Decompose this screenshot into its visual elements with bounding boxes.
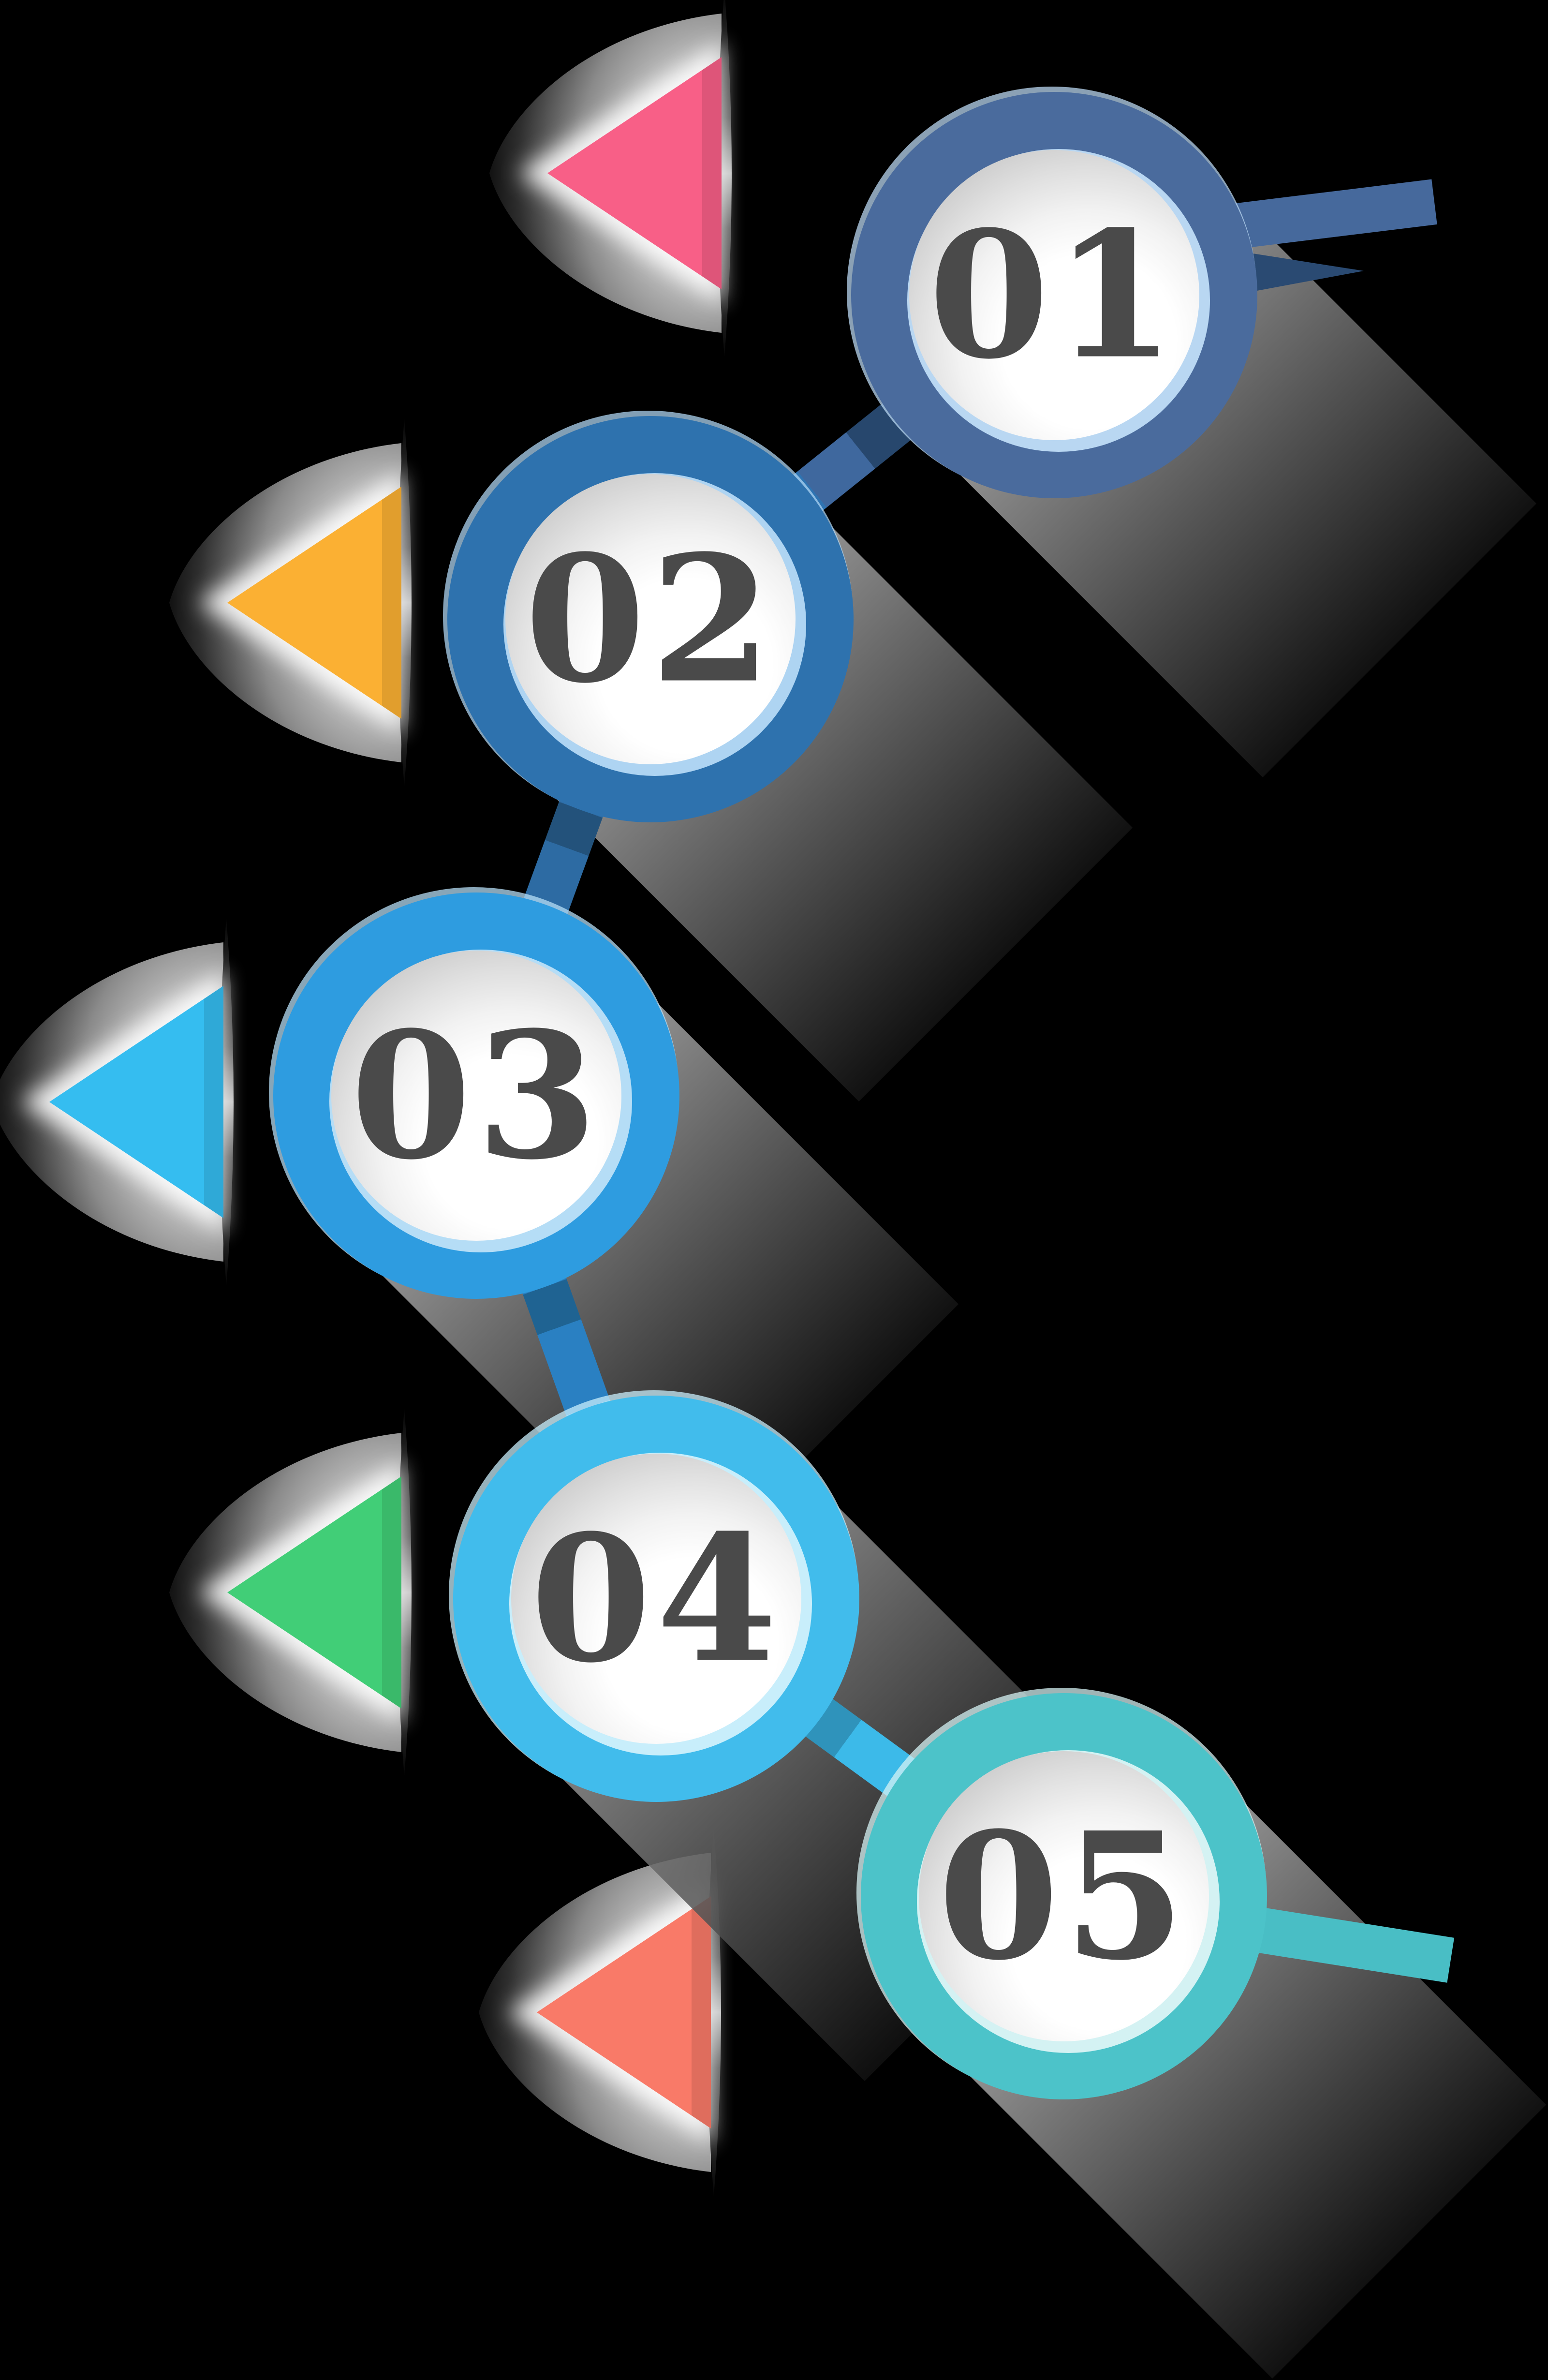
flag-pink-edge-shade — [702, 57, 722, 289]
step-01-inner — [909, 150, 1199, 440]
step-02-inner — [505, 474, 796, 764]
step-05-inner — [919, 1751, 1209, 2041]
step-number-04: 04 — [531, 1497, 782, 1701]
flag-green-edge-shade — [382, 1476, 401, 1709]
flag-green — [169, 1409, 412, 1776]
coral-left-arrow-icon — [537, 1896, 711, 2128]
step-number-02: 02 — [525, 517, 777, 722]
flag-pink — [489, 0, 732, 357]
step-number-03: 03 — [351, 994, 603, 1198]
step-circle-05: 05 — [856, 1688, 1267, 2099]
green-left-arrow-icon — [227, 1476, 401, 1709]
flag-orange-edge-shade — [382, 487, 401, 719]
step-circle-04: 04 — [449, 1390, 859, 1802]
flag-coral — [479, 1829, 721, 2196]
flag-light-blue — [0, 918, 234, 1286]
step-number-05: 05 — [938, 1794, 1190, 1999]
stub-05 — [1241, 1905, 1455, 1983]
step-circle-02: 02 — [443, 411, 854, 822]
flag-light-blue-edge-shade — [204, 986, 223, 1218]
flag-orange — [169, 419, 412, 787]
step-circle-01: 01 — [847, 87, 1257, 498]
pink-left-arrow-icon — [547, 57, 722, 289]
light-blue-left-arrow-icon — [49, 986, 223, 1218]
step-04-inner — [511, 1454, 801, 1744]
step-circle-03: 03 — [269, 887, 679, 1299]
step-03-inner — [331, 951, 621, 1241]
flag-coral-edge-shade — [692, 1896, 711, 2128]
step-number-01: 01 — [929, 193, 1180, 398]
orange-left-arrow-icon — [227, 487, 401, 719]
